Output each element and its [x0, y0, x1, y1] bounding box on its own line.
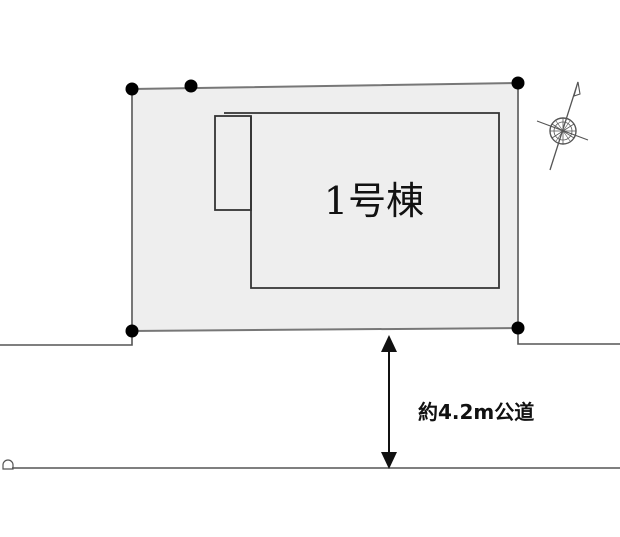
boundary-marker [511, 76, 525, 90]
arrow-up-icon [381, 335, 397, 352]
building-outline [224, 112, 500, 289]
north-arrow-compass-icon [536, 81, 589, 171]
boundary-marker [184, 79, 198, 93]
road-edge-north-left [0, 331, 133, 346]
building-annex [214, 115, 252, 211]
boundary-marker [125, 82, 139, 96]
boundary-marker [125, 324, 139, 338]
road-label: 約4.2m公道 [418, 400, 534, 424]
road-edge-north-right [517, 328, 620, 345]
building-label: 1号棟 [324, 179, 424, 223]
boundary-markers [125, 76, 525, 338]
boundary-marker [511, 321, 525, 335]
arrow-down-icon [381, 452, 397, 469]
manhole-icon [2, 459, 14, 470]
